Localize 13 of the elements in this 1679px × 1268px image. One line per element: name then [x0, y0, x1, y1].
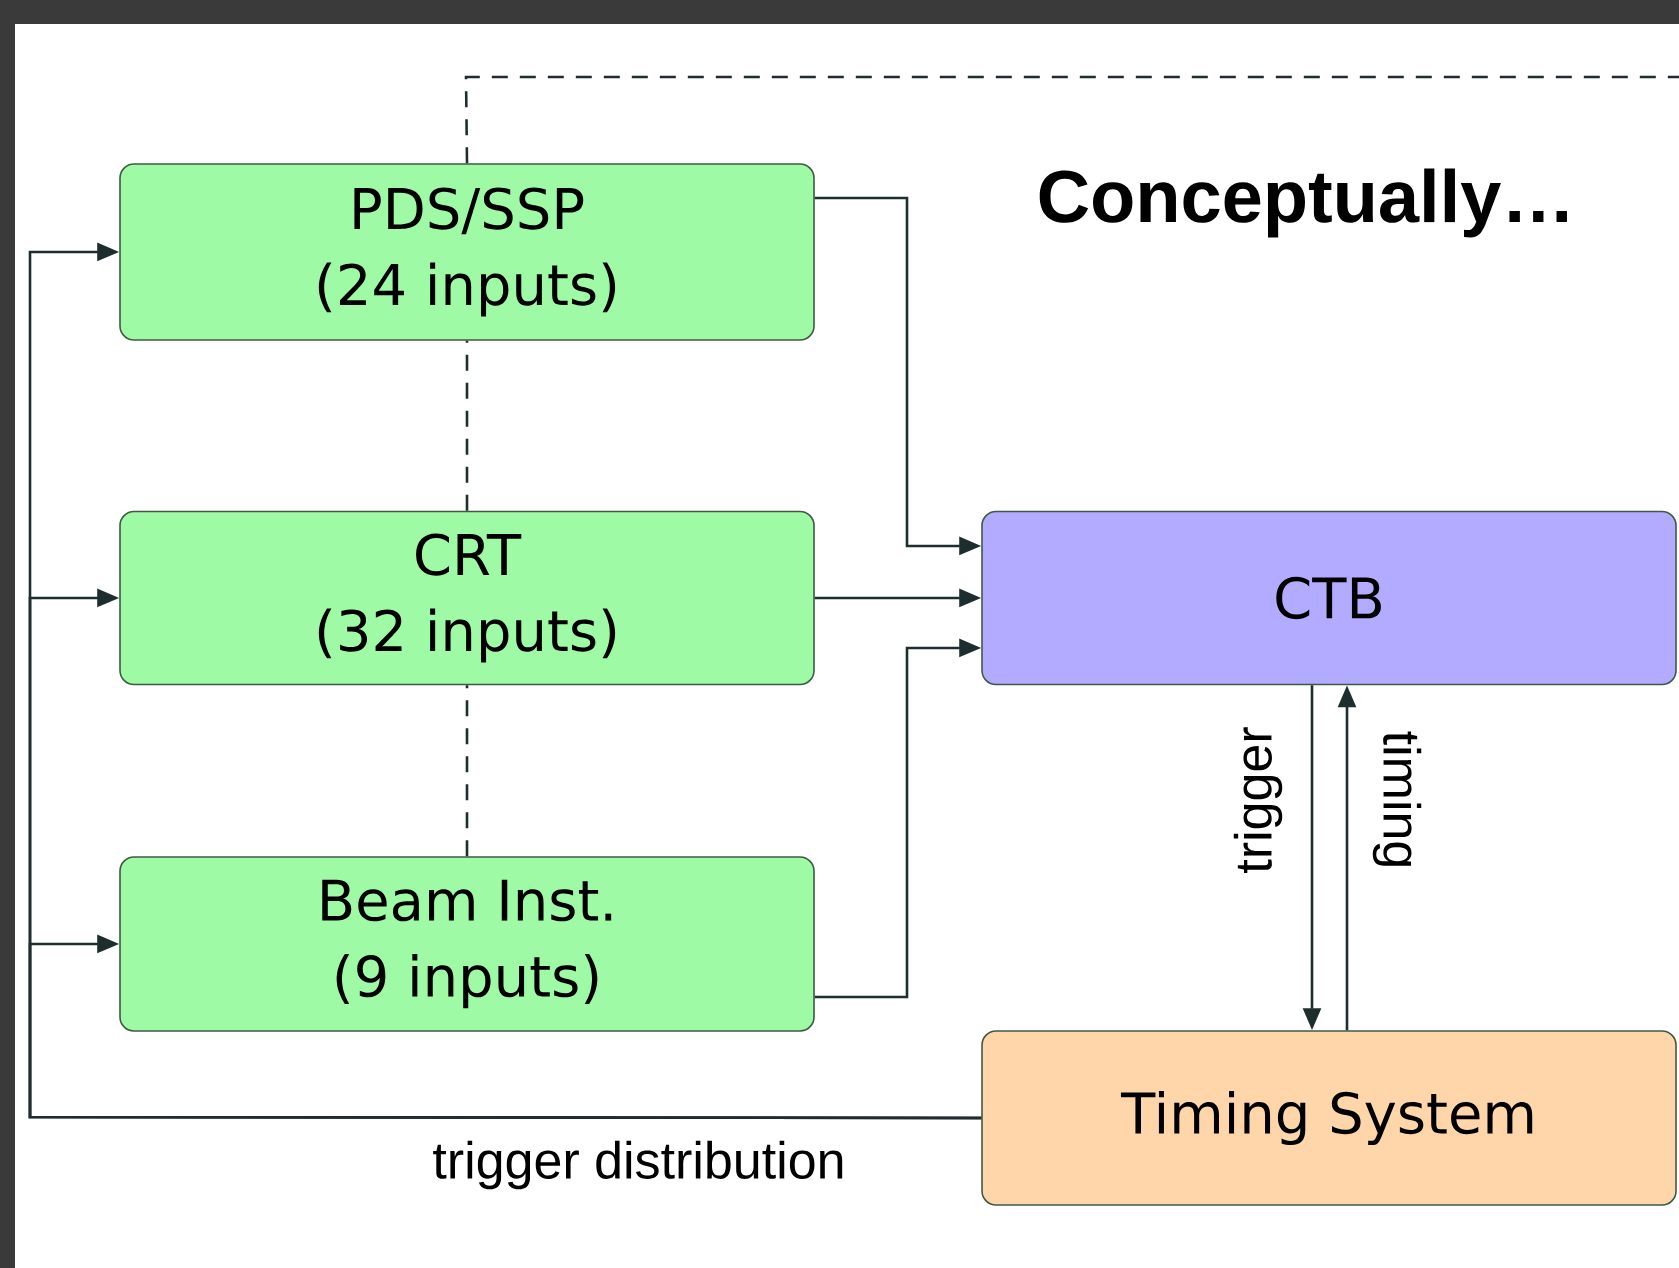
dashed-line	[465, 340, 469, 511]
arrow	[28, 934, 982, 1120]
ctb-box: CTB	[981, 510, 1677, 686]
timing-box: Timing System	[981, 1030, 1677, 1206]
title: Conceptually…	[1039, 168, 1567, 238]
input-box: Beam Inst. (9 inputs)	[119, 856, 815, 1032]
edge-label: timing	[1370, 728, 1424, 872]
input-box: CRT (32 inputs)	[119, 510, 815, 686]
input-box: PDS/SSP (24 inputs)	[119, 163, 815, 341]
edge-label: trigger distribution	[430, 1138, 848, 1192]
dashed-line	[464, 75, 1679, 164]
edge-label: trigger	[1231, 724, 1285, 876]
dashed-line	[465, 685, 469, 857]
